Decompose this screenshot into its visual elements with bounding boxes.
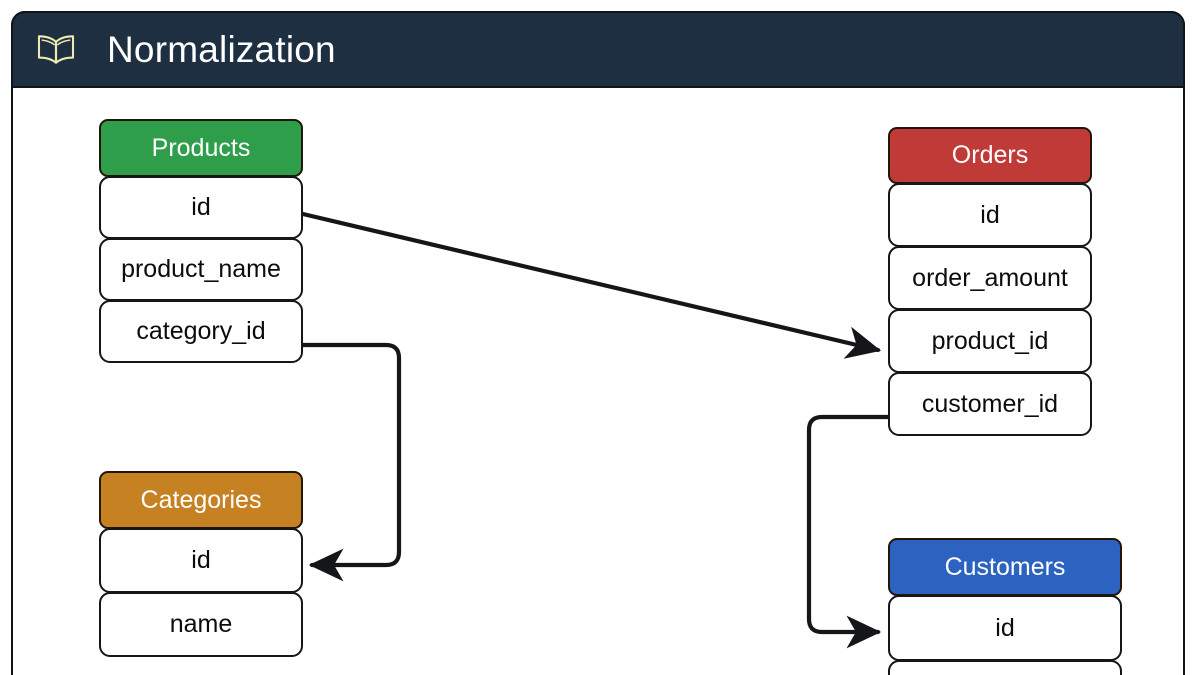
entity-field-categories-name[interactable]: name [99,592,303,657]
entity-table-customers[interactable]: Customers id [888,538,1122,675]
entity-field-products-category-id[interactable]: category_id [99,300,303,363]
entity-header-customers[interactable]: Customers [888,538,1122,596]
entity-field-orders-product-id[interactable]: product_id [888,309,1092,373]
entity-field-orders-id[interactable]: id [888,183,1092,247]
entity-field-orders-customer-id[interactable]: customer_id [888,372,1092,436]
page-title: Normalization [107,29,336,70]
entity-field-products-product-name[interactable]: product_name [99,238,303,301]
entity-table-orders[interactable]: Orders id order_amount product_id custom… [888,127,1092,436]
entity-table-categories[interactable]: Categories id name [99,471,303,657]
entity-header-products[interactable]: Products [99,119,303,177]
entity-field-products-id[interactable]: id [99,176,303,239]
entity-header-orders[interactable]: Orders [888,127,1092,184]
slide-title-bar: Normalization [11,11,1185,88]
entity-field-orders-order-amount[interactable]: order_amount [888,246,1092,310]
entity-field-customers-id[interactable]: id [888,595,1122,661]
entity-table-products[interactable]: Products id product_name category_id [99,119,303,363]
entity-field-customers-truncated[interactable] [888,660,1122,675]
open-book-icon [37,34,75,64]
entity-header-categories[interactable]: Categories [99,471,303,529]
entity-field-categories-id[interactable]: id [99,528,303,593]
